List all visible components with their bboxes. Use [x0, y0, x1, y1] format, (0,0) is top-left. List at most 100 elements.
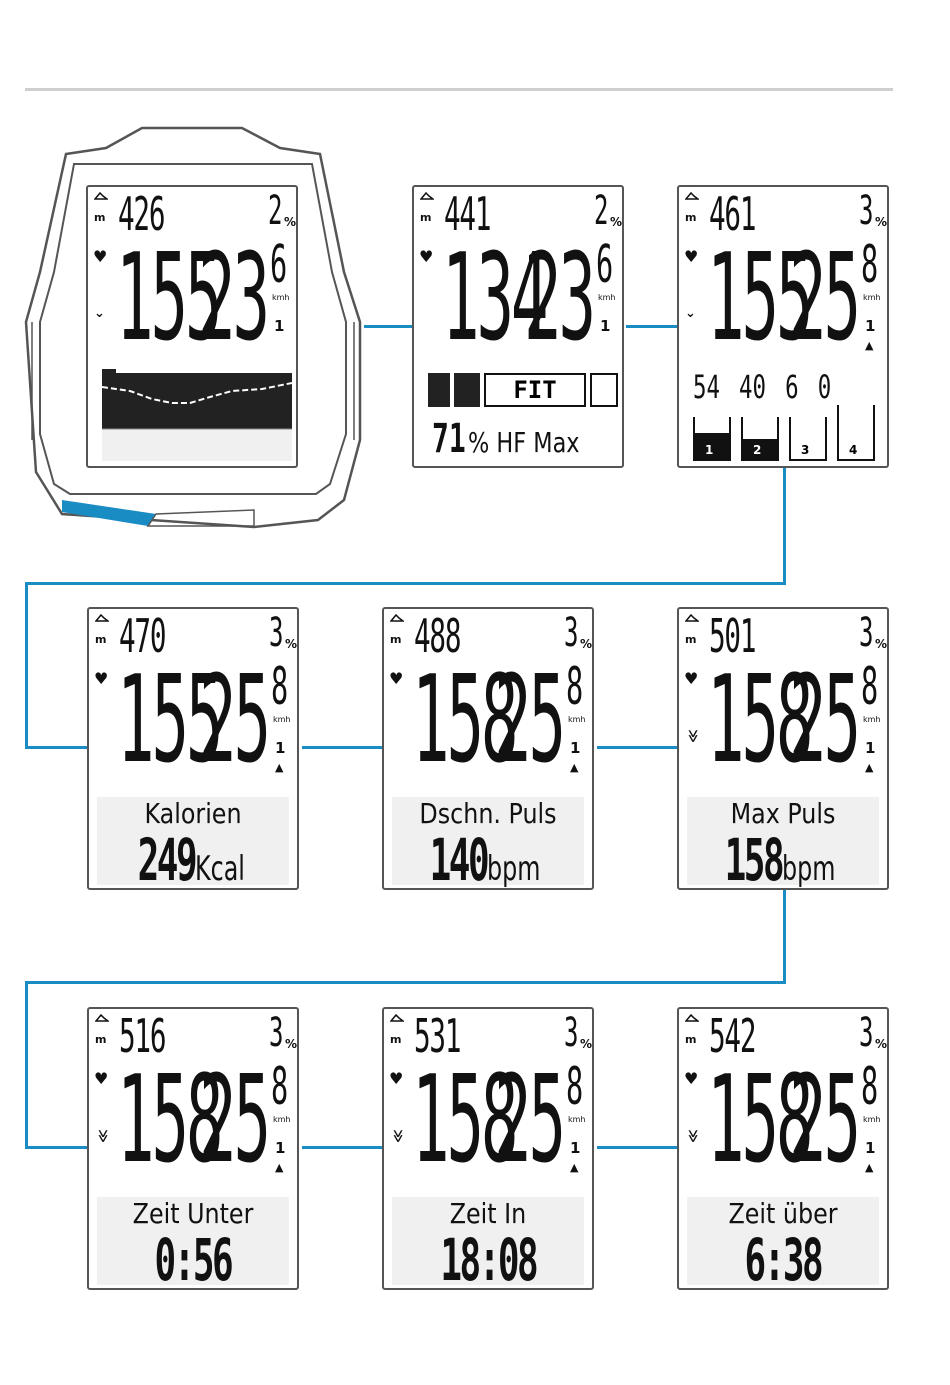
double-chevron-down-icon: ≫	[684, 729, 700, 743]
connector	[25, 582, 28, 749]
speed-decimal: 8	[861, 235, 879, 295]
heart-rate-value: 155	[117, 651, 223, 790]
zone-percentages: 54 40 6 0	[693, 368, 832, 406]
info-panel	[392, 1197, 584, 1285]
screen-zeit-in: m ♥ ≫ 531 3 % 158 25 8 kmh 1 ▲ Zeit In 1…	[382, 1007, 594, 1290]
mountain-icon	[420, 191, 434, 200]
mountain-icon	[685, 1013, 699, 1022]
grade-value: 2	[594, 188, 609, 234]
speed-decimal: 8	[566, 1057, 584, 1117]
info-readout: 158bpm	[679, 831, 887, 889]
heart-rate-value: 158	[412, 651, 518, 790]
chevron-down-icon: ⌄	[685, 306, 696, 321]
connector	[783, 466, 786, 584]
info-readout: 249Kcal	[89, 826, 297, 890]
speed-decimal: 8	[271, 657, 289, 717]
speed-unit: kmh	[273, 1115, 291, 1124]
up-triangle-icon: ▲	[865, 1161, 874, 1174]
altitude-value: 441	[444, 187, 491, 241]
zone-bars: 1 2 3 4	[693, 405, 881, 461]
altitude-value: 470	[119, 609, 166, 663]
connector	[25, 582, 786, 585]
info-label: Zeit über	[728, 1197, 838, 1230]
mountain-icon	[685, 613, 699, 622]
heart-icon: ♥	[94, 669, 109, 688]
chevron-down-icon: ⌄	[94, 306, 105, 321]
up-triangle-icon: ▲	[570, 1161, 579, 1174]
altitude-value: 542	[709, 1009, 756, 1063]
grade-value: 3	[859, 1010, 874, 1056]
connector	[364, 325, 412, 328]
heart-rate-value: 155	[707, 229, 813, 368]
grade-unit: %	[580, 637, 593, 651]
altitude-value: 461	[709, 187, 756, 241]
zone-bar-3: 3	[789, 417, 827, 461]
zone-bar-2: 2	[741, 417, 779, 461]
heart-icon: ♥	[684, 669, 699, 688]
up-triangle-icon: ▲	[275, 761, 284, 774]
zone-block-filled	[454, 373, 480, 407]
connector	[302, 1146, 382, 1149]
fit-label-box: FIT	[484, 373, 586, 407]
gear-value: 1	[865, 317, 876, 335]
zone-block-filled	[428, 373, 450, 407]
grade-value: 2	[268, 188, 283, 234]
info-label: Zeit In	[449, 1197, 527, 1230]
gear-value: 1	[570, 1139, 581, 1157]
heart-icon: ♥	[684, 247, 699, 266]
grade-unit: %	[285, 637, 298, 651]
mountain-icon	[685, 191, 699, 200]
gear-value: 1	[275, 1139, 286, 1157]
grade-unit: %	[610, 215, 623, 229]
zone-bar-4: 4	[837, 405, 875, 461]
info-value: 0:56	[154, 1226, 234, 1290]
screen-fit: m ♥ 441 2 % 134 23 6 kmh 1 FIT 71% HF Ma…	[412, 185, 624, 468]
altitude-value: 531	[414, 1009, 461, 1063]
info-unit: bpm	[782, 849, 836, 889]
speed-decimal: 6	[596, 235, 614, 295]
info-readout: 140bpm	[384, 831, 592, 888]
speed-decimal: 6	[270, 235, 288, 295]
altitude-unit: m	[685, 1033, 697, 1046]
connector	[25, 981, 28, 1148]
heart-icon: ♥	[93, 247, 108, 266]
altitude-unit: m	[420, 211, 432, 224]
info-panel	[687, 1197, 879, 1285]
grade-value: 3	[859, 610, 874, 656]
altitude-unit: m	[95, 633, 107, 646]
speed-value: 25	[494, 1051, 566, 1190]
gear-value: 1	[865, 739, 876, 757]
info-value: 6:38	[744, 1226, 824, 1290]
speed-value: 25	[789, 651, 861, 790]
speed-unit: kmh	[863, 293, 881, 302]
double-chevron-down-icon: ≫	[94, 1129, 110, 1143]
altitude-unit: m	[685, 211, 697, 224]
speed-unit: kmh	[272, 293, 290, 302]
info-readout: 0:56	[89, 1226, 297, 1290]
connector	[783, 889, 786, 983]
heart-rate-value: 134	[442, 229, 548, 368]
mountain-icon	[390, 1013, 404, 1022]
grade-unit: %	[875, 1037, 888, 1051]
double-chevron-down-icon: ≫	[684, 1129, 700, 1143]
grade-value: 3	[564, 610, 579, 656]
up-triangle-icon: ▲	[865, 761, 874, 774]
zone-block-empty	[590, 373, 618, 407]
screen-zeit-ueber: m ♥ ≫ 542 3 % 158 25 8 kmh 1 ▲ Zeit über…	[677, 1007, 889, 1290]
speed-unit: kmh	[568, 1115, 586, 1124]
connector	[25, 981, 786, 984]
info-value: 249	[137, 826, 198, 890]
speed-decimal: 8	[861, 1057, 879, 1117]
grade-unit: %	[875, 215, 888, 229]
speed-unit: kmh	[863, 1115, 881, 1124]
info-panel	[97, 1197, 289, 1285]
up-triangle-icon: ▲	[275, 1161, 284, 1174]
info-label: Zeit Unter	[132, 1197, 254, 1230]
zone-bar-1: 1	[693, 417, 731, 461]
connector	[626, 325, 678, 328]
grade-value: 3	[269, 1010, 284, 1056]
grade-unit: %	[580, 1037, 593, 1051]
altitude-unit: m	[390, 633, 402, 646]
heart-rate-value: 158	[412, 1051, 518, 1190]
heart-rate-value: 158	[117, 1051, 223, 1190]
